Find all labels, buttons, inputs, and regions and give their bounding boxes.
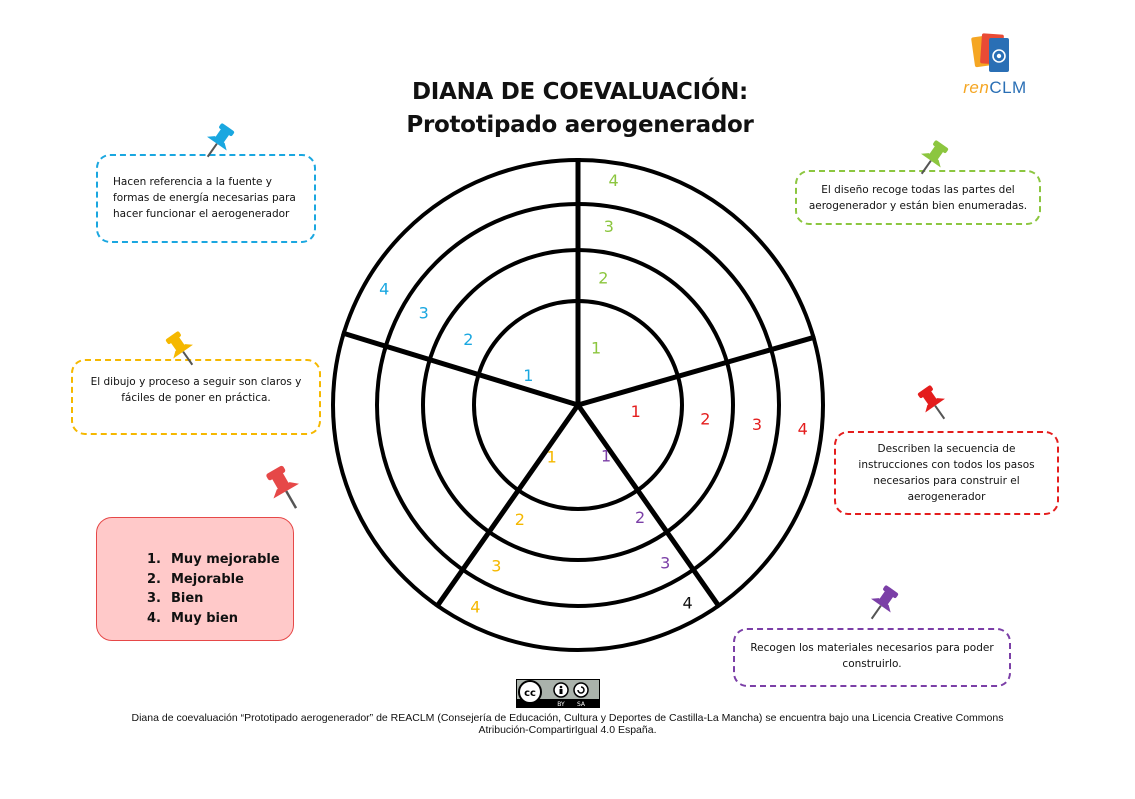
pushpin-icon [165,331,194,366]
legend-item: 1. Muy mejorable [147,550,280,570]
target-score-numbers: 1 2 3 4 1 2 3 4 1 2 3 4 1 2 3 4 1 2 3 4 [379,171,808,616]
note-line: El diseño recoge todas las partes del [821,184,1015,196]
note-line: aerogenerador [907,491,986,503]
logo-text-ren: ren [963,78,990,97]
score-number: 2 [463,330,473,349]
criterion-note-sequence: Describen la secuencia de instrucciones … [834,431,1059,515]
note-line: construirlo. [842,658,902,670]
score-number: 4 [798,420,808,439]
score-number: 2 [635,508,645,527]
page-title: DIANA DE COEVALUACIÓN: Prototipado aerog… [330,76,830,142]
note-line: aerogenerador y están bien enumeradas. [808,200,1028,212]
note-line: Hacen referencia a la fuente y [113,176,272,188]
note-line: necesarios para construir el [873,475,1020,487]
cc-icon [518,680,542,704]
cc-mark: cc [524,688,536,699]
score-number: 2 [598,269,608,288]
creative-commons-badge[interactable]: cc BY SA [516,679,600,708]
score-number: 3 [752,415,762,434]
score-number: 1 [601,447,611,466]
legend-number: 4. [147,610,161,626]
criterion-note-drawing: El dibujo y proceso a seguir son claros … [71,359,321,435]
legend-number: 3. [147,591,161,606]
note-line: instrucciones con todos los pasos [858,459,1035,471]
pushpin-icon [266,465,299,509]
score-number: 4 [682,594,692,613]
criterion-note-materials: Recogen los materiales necesarios para p… [733,628,1011,687]
legend-item: 4. Muy bien [147,609,280,629]
title-line-2: Prototipado aerogenerador [406,112,754,138]
reaclm-logo: renCLM [945,30,1045,102]
score-number: 3 [491,556,501,575]
target-spoke-4 [434,403,581,609]
footer-line-2: Atribución-CompartirIgual 4.0 España. [478,724,657,736]
pushpin-icon [206,123,235,158]
legend-item: 3. Bien [147,589,280,609]
note-line: hacer funcionar el aerogenerador [113,208,290,220]
legend-number: 1. [147,552,161,567]
score-number: 4 [470,597,480,616]
note-line: fáciles de poner en práctica. [121,392,271,404]
legend-label: Muy bien [171,610,239,626]
sa-icon [573,682,589,698]
legend-label: Mejorable [171,571,244,587]
target-spokes [341,158,817,609]
criterion-note-sources: Hacen referencia a la fuente y formas de… [96,154,316,243]
note-line: Describen la secuencia de [877,443,1016,455]
score-number: 1 [547,448,557,467]
target-spoke-3 [575,403,722,609]
score-number: 2 [515,510,525,529]
title-line-1: DIANA DE COEVALUACIÓN: [412,79,748,105]
cc-sa-label: SA [577,701,586,708]
criterion-note-design: El diseño recoge todas las partes del ae… [795,170,1041,225]
score-number: 4 [609,171,619,190]
pushpin-icon [917,385,946,420]
note-line: El dibujo y proceso a seguir son claros … [90,376,302,388]
license-footer: Diana de coevaluación “Prototipado aerog… [60,712,1075,736]
legend-item: 2. Mejorable [147,570,280,590]
score-number: 4 [379,280,389,299]
score-number: 3 [419,303,429,322]
score-number: 3 [604,217,614,236]
score-legend: 1. Muy mejorable 2. Mejorable 3. Bien 4. Muy… [96,517,294,641]
legend-label: Muy mejorable [171,552,280,567]
pushpin-icon [920,140,949,175]
note-line: formas de energía necesarias para [113,192,296,204]
target-spoke-2 [577,334,817,408]
cc-by-label: BY [557,701,565,708]
note-line: Recogen los materiales necesarios para p… [750,642,994,654]
score-number: 2 [700,409,710,428]
legend-label: Bien [171,591,204,606]
score-number: 1 [591,338,601,357]
score-number: 3 [660,553,670,572]
score-legend-list: 1. Muy mejorable 2. Mejorable 3. Bien 4. Muy… [147,550,280,628]
score-number: 1 [523,366,533,385]
footer-line-1: Diana de coevaluación “Prototipado aerog… [131,712,1004,724]
logo-text: renCLM [945,78,1045,98]
pushpin-icon [870,585,899,620]
logo-text-clm: CLM [989,78,1027,97]
legend-number: 2. [147,571,161,587]
target-spoke-5 [341,330,579,408]
score-number: 1 [631,402,641,421]
reaclm-logo-icon [971,33,1009,72]
